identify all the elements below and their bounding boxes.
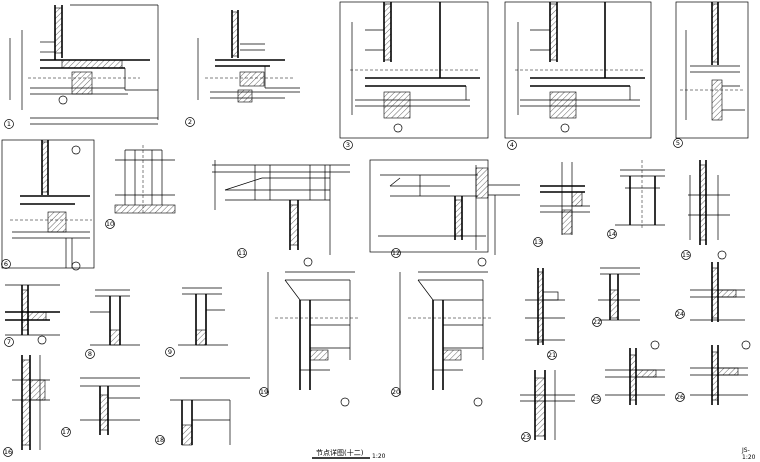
- detail-23: 23: [520, 370, 575, 442]
- svg-text:12: 12: [392, 249, 400, 257]
- svg-text:7: 7: [7, 338, 11, 346]
- detail-13: 13: [533, 162, 590, 247]
- detail-10: 10: [105, 145, 176, 229]
- svg-text:4: 4: [510, 141, 514, 149]
- svg-text:16: 16: [4, 448, 12, 456]
- detail-26-marker: [675, 392, 685, 402]
- detail-17-marker: [61, 427, 71, 437]
- svg-text:20: 20: [392, 388, 400, 396]
- detail-1-marker: [4, 119, 14, 129]
- svg-text:26: 26: [676, 393, 684, 401]
- svg-text:22: 22: [593, 318, 601, 326]
- svg-text:3: 3: [346, 141, 350, 149]
- svg-text:2: 2: [188, 118, 192, 126]
- detail-8: 8: [85, 289, 140, 359]
- svg-text:25: 25: [592, 395, 600, 403]
- svg-text:14: 14: [608, 230, 616, 238]
- detail-17: 17: [61, 377, 140, 437]
- detail-20: 20: [391, 271, 493, 407]
- svg-text:19: 19: [260, 388, 268, 396]
- detail-1: 1: [4, 4, 159, 129]
- svg-text:21: 21: [548, 351, 556, 359]
- detail-11: 11: [212, 160, 350, 267]
- detail-8-marker: [85, 349, 95, 359]
- detail-5: 5: [673, 1, 749, 148]
- corner-sub: 1:20: [742, 454, 756, 461]
- detail-14: 14: [607, 160, 665, 239]
- detail-21-marker: [547, 350, 557, 360]
- detail-18: 18: [155, 377, 250, 446]
- detail-18-marker: [155, 435, 165, 445]
- detail-20-marker: [391, 387, 401, 397]
- detail-9: 9: [165, 287, 228, 357]
- detail-9-marker: [165, 347, 175, 357]
- detail-11-marker: [237, 248, 247, 258]
- detail-6-marker: [1, 259, 11, 269]
- detail-7: 7: [4, 284, 60, 347]
- detail-24-marker: [675, 309, 685, 319]
- detail-16: 16: [3, 355, 50, 457]
- detail-22: 22: [592, 267, 640, 327]
- detail-19-marker: [259, 387, 269, 397]
- detail-13-marker: [533, 237, 543, 247]
- detail-10-marker: [105, 219, 115, 229]
- detail-24: 24: [675, 250, 745, 322]
- detail-26: 26: [675, 340, 751, 405]
- detail-16-marker: [3, 447, 13, 457]
- detail-7-marker: [4, 337, 14, 347]
- corner-code: JS-: [741, 447, 750, 454]
- svg-text:10: 10: [106, 220, 114, 228]
- sheet-title: 节点详图(十二): [316, 448, 364, 457]
- svg-text:11: 11: [238, 249, 246, 257]
- svg-text:1: 1: [7, 120, 11, 128]
- svg-text:13: 13: [534, 238, 542, 246]
- detail-25: 25: [591, 340, 665, 405]
- svg-text:9: 9: [168, 348, 172, 356]
- detail-4-marker: [507, 140, 517, 150]
- detail-12-marker: [391, 248, 401, 258]
- detail-15: 15: [681, 160, 730, 260]
- detail-12: 12: [369, 159, 520, 267]
- detail-19: 19: [259, 271, 360, 407]
- sheet-scale: 1:20: [372, 453, 386, 460]
- sheet-title-block: 节点详图(十二) 1:20 JS- 1:20: [312, 447, 756, 461]
- detail-25-marker: [591, 394, 601, 404]
- svg-text:24: 24: [676, 310, 684, 318]
- detail-23-marker: [521, 432, 531, 442]
- detail-2: 2: [185, 10, 300, 127]
- detail-3-marker: [343, 140, 353, 150]
- svg-text:15: 15: [682, 251, 690, 259]
- detail-6: 6: [1, 139, 95, 271]
- svg-text:18: 18: [156, 436, 164, 444]
- svg-text:17: 17: [62, 428, 70, 436]
- detail-21: 21: [525, 268, 565, 360]
- detail-2-marker: [185, 117, 195, 127]
- svg-text:6: 6: [4, 260, 8, 268]
- detail-15-marker: [681, 250, 691, 260]
- detail-4: 4: [504, 1, 652, 150]
- detail-22-marker: [592, 317, 602, 327]
- detail-5-marker: [673, 138, 683, 148]
- svg-text:5: 5: [676, 139, 680, 147]
- svg-text:8: 8: [88, 350, 92, 358]
- detail-3: 3: [339, 1, 489, 150]
- svg-text:23: 23: [522, 433, 530, 441]
- detail-14-marker: [607, 229, 617, 239]
